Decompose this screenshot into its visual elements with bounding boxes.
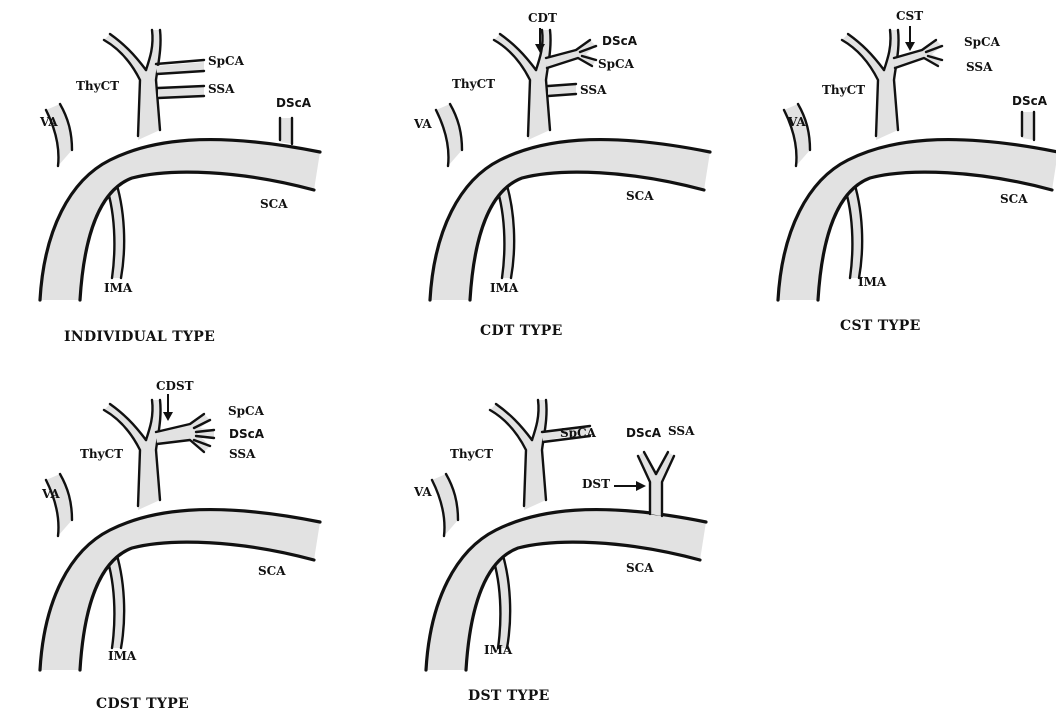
label-cdt: CDT [528,11,557,25]
label-va: VA [787,115,806,129]
panel-individual: SpCA SSA ThyCT DScA VA SCA IMA INDIVIDUA… [39,30,320,345]
label-thyct: ThyCT [76,79,119,93]
label-ima: IMA [484,643,513,657]
label-dsca: DScA [276,96,312,110]
label-sca: SCA [260,197,288,211]
label-ssa: SSA [966,60,993,74]
label-ima: IMA [108,649,137,663]
label-sca: SCA [626,561,654,575]
caption-cdt: CDT TYPE [480,323,563,339]
label-ima: IMA [490,281,519,295]
label-dst: DST [582,477,610,491]
label-thyct: ThyCT [452,77,495,91]
panel-dst: SpCA DScA SSA ThyCT DST VA SCA IMA DST T… [413,400,706,704]
label-ssa: SSA [668,424,695,438]
label-va: VA [413,117,432,131]
label-cdst: CDST [156,379,194,393]
panel-cdst: CDST SpCA DScA SSA ThyCT VA SCA IMA CDST… [40,379,320,712]
label-ima: IMA [858,275,887,289]
label-cst: CST [896,9,923,23]
label-spca: SpCA [964,35,1001,49]
label-dsca: DScA [626,426,662,440]
label-va: VA [39,115,58,129]
caption-cdst: CDST TYPE [96,696,189,712]
label-ima: IMA [104,281,133,295]
label-va: VA [413,485,432,499]
label-dsca: DScA [1012,94,1048,108]
label-ssa: SSA [580,83,607,97]
label-va: VA [41,487,60,501]
panel-cst: CST SpCA SSA ThyCT DScA VA SCA IMA CST T… [778,9,1056,334]
label-thyct: ThyCT [450,447,493,461]
label-sca: SCA [626,189,654,203]
panel-cdt: CDT DScA SpCA SSA ThyCT VA SCA IMA CDT T… [413,11,710,339]
label-sca: SCA [258,564,286,578]
label-ssa: SSA [208,82,235,96]
caption-individual: INDIVIDUAL TYPE [64,329,215,345]
label-ssa: SSA [229,447,256,461]
label-dsca: DScA [602,34,638,48]
label-spca: SpCA [598,57,635,71]
caption-dst: DST TYPE [468,688,550,704]
label-thyct: ThyCT [822,83,865,97]
label-thyct: ThyCT [80,447,123,461]
label-spca: SpCA [560,426,597,440]
caption-cst: CST TYPE [840,318,921,334]
label-spca: SpCA [208,54,245,68]
label-sca: SCA [1000,192,1028,206]
label-spca: SpCA [228,404,265,418]
label-dsca: DScA [229,427,265,441]
